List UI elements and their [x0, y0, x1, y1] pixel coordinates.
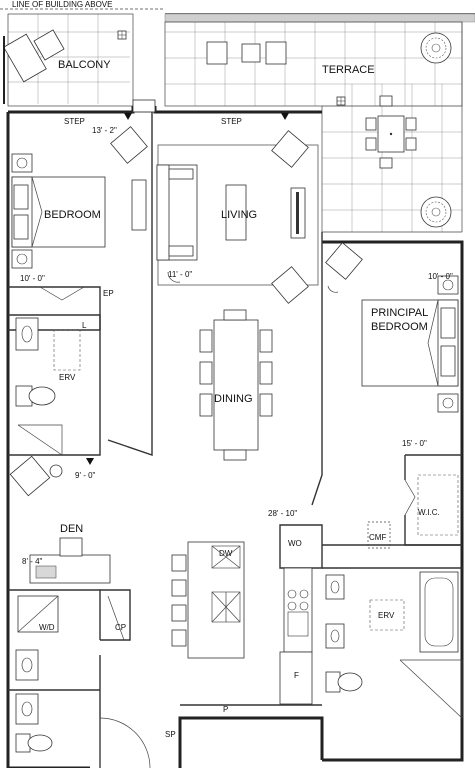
outdoor-area	[0, 8, 475, 233]
label-wd: W/D	[39, 623, 55, 632]
dim-wic: 15' - 0"	[402, 439, 427, 448]
dining-set	[199, 309, 273, 461]
principal-bed	[361, 299, 459, 387]
bedroom-armchair	[110, 126, 148, 164]
label-ep: EP	[103, 289, 114, 298]
room-label-den: DEN	[60, 523, 83, 535]
label-erv-left: ERV	[59, 373, 76, 382]
bottom-bath-fixtures	[15, 649, 53, 753]
interior-walls	[8, 112, 463, 768]
den-desk	[29, 537, 111, 584]
label-step-left: STEP	[64, 117, 85, 126]
tv-unit	[290, 187, 306, 239]
dim-den-left: 8' - 4"	[22, 557, 43, 566]
principal-bath-fixtures	[325, 571, 459, 693]
planter-icon	[420, 196, 452, 228]
terrace-lounge-set	[206, 41, 287, 65]
principal-armchair	[325, 242, 363, 280]
dim-wo: 28' - 10"	[268, 509, 297, 518]
room-label-balcony: BALCONY	[58, 59, 111, 71]
room-label-wic: W.I.C.	[418, 508, 440, 517]
dim-den-right: 9' - 0"	[75, 471, 96, 480]
kitchen-counter	[279, 567, 313, 705]
label-wo: WO	[288, 539, 302, 548]
label-sp: SP	[165, 730, 176, 739]
label-fridge: F	[294, 671, 299, 680]
terrace-dining-set	[365, 95, 417, 169]
exterior-walls	[6, 99, 464, 768]
den-armchair	[9, 455, 63, 497]
label-pantry: P	[223, 705, 228, 714]
washer-dryer	[17, 595, 59, 633]
drain-icon	[117, 30, 346, 106]
label-step-right: STEP	[221, 117, 242, 126]
nightstand-icon	[437, 275, 459, 413]
dim-living: 11' - 0"	[168, 270, 192, 279]
balcony-lounge-chair	[3, 29, 65, 83]
kitchen-island	[171, 541, 245, 659]
bedroom-bed	[11, 176, 106, 248]
living-armchair	[271, 130, 309, 304]
coffee-table	[225, 184, 247, 241]
room-label-dining: DINING	[214, 393, 253, 405]
label-dw: DW	[219, 549, 233, 558]
nightstand-icon	[11, 153, 33, 269]
room-label-bedroom: BEDROOM	[44, 209, 101, 221]
wic-shelving	[417, 474, 459, 536]
label-linen: L	[82, 321, 87, 330]
left-bath-fixtures	[15, 317, 81, 407]
dim-principal-top: 10' - 0"	[428, 272, 453, 281]
step-arrows	[86, 113, 289, 465]
room-label-principal-1: PRINCIPAL	[371, 307, 428, 319]
room-label-terrace: TERRACE	[322, 64, 375, 76]
room-label-living: LIVING	[221, 209, 257, 221]
living-door-swing	[167, 271, 181, 283]
building-line-label: LINE OF BUILDING ABOVE	[12, 0, 112, 9]
planter-icon	[420, 32, 452, 64]
dim-bedroom-top: 13' - 2"	[92, 126, 117, 135]
dim-bedroom-left: 10' - 0"	[20, 274, 45, 283]
bedroom-dresser	[131, 179, 147, 231]
label-cmf: CMF	[369, 533, 386, 542]
room-label-principal-2: BEDROOM	[371, 321, 428, 333]
label-erv-right: ERV	[378, 611, 395, 620]
label-cp: CP	[115, 623, 126, 632]
living-sofa	[156, 164, 198, 261]
